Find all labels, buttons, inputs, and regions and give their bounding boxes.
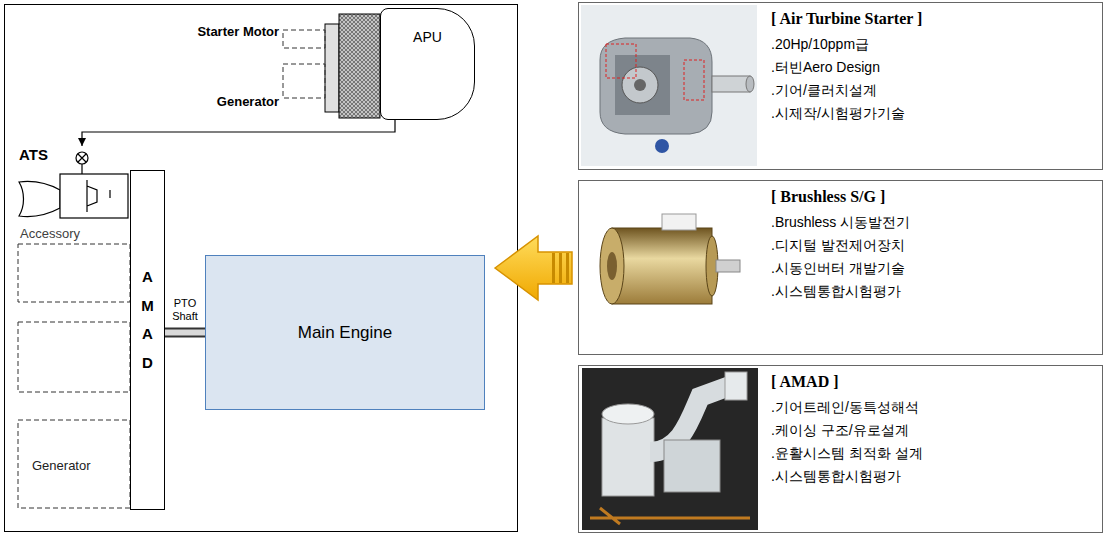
starter-outline [87,180,110,212]
generator-photo [662,214,696,230]
transfer-arrow [559,253,562,283]
node-label: APU [381,29,474,45]
gearbox-photo [602,404,654,424]
info-panel: [ AMAD ] .기어트레인/동특성해석.케이싱 구조/유로설계.윤활시스템 최… [578,365,1103,533]
generator-photo [612,228,712,304]
info-panel: [ Brushless S/G ] .Brushless 시동발전기.디지털 발전… [578,180,1103,355]
panel-heading: [ Brushless S/G ] [771,187,1094,207]
starter-photo [600,38,712,134]
part-label: Generator [217,94,279,109]
node-label: ATS [15,146,48,164]
apu-coupling [325,14,380,118]
dashed-accessory [18,420,130,508]
starter-photo [634,79,646,91]
bullet-item: .시스템통합시험평가 [771,465,1094,488]
node-label: Main Engine [298,323,393,343]
starter-outline [60,174,128,218]
bullet-item: .Brushless 시동발전기 [771,211,1094,234]
bullet-item: .터빈Aero Design [771,56,1094,79]
bullet-item: .기어/클러치설계 [771,79,1094,102]
bullet-item: .20Hp/10ppm급 [771,33,1094,56]
starter-photo [684,60,704,100]
shaft-connector [165,328,205,338]
transfer-arrow [566,253,569,283]
bullet-item: .시스템통합시험평가 [771,280,1094,303]
starter-photo [622,67,658,103]
gearbox-photo [590,508,750,524]
generator-photo [716,260,740,272]
bullet-item: .시동인버터 개발기술 [771,257,1094,280]
engine-box: Main Engine [205,255,485,410]
gearbox-photo [582,368,758,530]
info-panel: [ Air Turbine Starter ] .20Hp/10ppm급.터빈Ae… [578,2,1103,170]
transfer-arrow [495,236,572,300]
apu-coupling [325,24,339,112]
starter-photo [581,5,757,166]
air-line-arrow [82,120,395,146]
dashed-accessory [18,244,130,302]
starter-outline [78,154,86,162]
starter-outline [76,152,88,164]
generator-photo [582,183,758,352]
part-label: Accessory [20,226,80,241]
shaft-connector [165,330,205,336]
starter-photo [581,5,757,166]
starter-photo [746,76,754,92]
gearbox-box: A M A D [130,170,165,510]
starter-outline [81,164,82,174]
bullet-item: .윤활시스템 최적화 설계 [771,442,1094,465]
starter-photo [606,44,636,78]
starter-photo [712,76,750,92]
gearbox-photo [602,418,654,496]
gearbox-photo [664,440,720,492]
shaft-connector [165,332,205,333]
bullet-item: .디지털 발전제어장치 [771,234,1094,257]
node-label: A M A D [140,263,155,377]
apu-box: APU [380,8,475,120]
panel-heading: [ AMAD ] [771,372,1094,392]
apu-coupling [339,14,380,118]
system-panel [5,5,518,532]
bullet-item: .케이싱 구조/유로설계 [771,419,1094,442]
dashed-accessory [283,64,325,98]
generator-photo [607,252,617,280]
starter-photo [655,139,669,153]
generator-photo [600,228,624,304]
dashed-accessory [18,322,130,392]
part-label: Starter Motor [197,24,279,39]
part-label: Generator [32,458,91,473]
bullet-item: .기어트레인/동특성해석 [771,396,1094,419]
transfer-arrow [495,236,572,300]
bullet-item: .시제작/시험평가기술 [771,102,1094,125]
transfer-arrow [552,253,555,283]
panel-heading: [ Air Turbine Starter ] [771,9,1094,29]
starter-outline [19,181,60,216]
air-turbine-starter: ATS [15,146,130,224]
connector-label: PTO Shaft [166,297,204,323]
gearbox-photo [725,372,747,400]
gearbox-photo [582,368,758,530]
air-line-arrow [82,120,395,146]
dashed-accessory [283,30,325,48]
generator-photo [582,183,758,352]
starter-photo [615,55,670,115]
